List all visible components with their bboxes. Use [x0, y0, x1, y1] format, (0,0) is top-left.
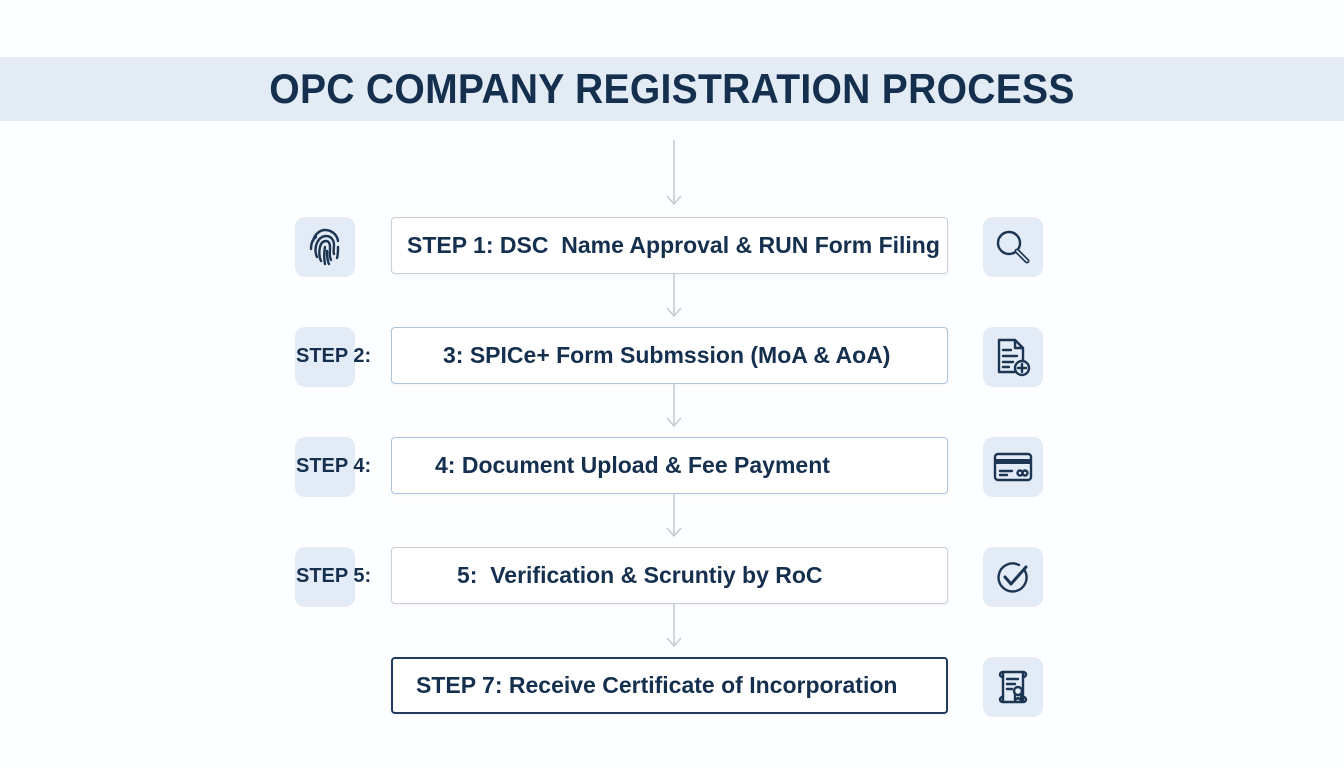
connector-arrow-4	[666, 604, 682, 648]
step-3-box: 3: SPICe+ Form Submssion (MoA & AoA)	[391, 327, 948, 384]
step-3-text: 3: SPICe+ Form Submssion (MoA & AoA)	[443, 342, 891, 368]
step-1-box: STEP 1: DSC Name Approval & RUN Form Fil…	[391, 217, 948, 274]
step-5-text: 5: Verification & Scruntiy by RoC	[457, 562, 823, 588]
connector-arrow-2	[666, 384, 682, 428]
step-4-tile	[295, 437, 355, 497]
step-2-tile	[295, 327, 355, 387]
connector-arrow-1	[666, 274, 682, 318]
verification-tile	[983, 547, 1043, 607]
step-1-text: STEP 1: DSC Name Approval & RUN Form Fil…	[407, 232, 940, 258]
magnifier-search-icon	[996, 230, 1030, 264]
document-add-icon	[997, 338, 1031, 377]
step-4-box: 4: Document Upload & Fee Payment	[391, 437, 948, 494]
document-tile	[983, 327, 1043, 387]
connector-arrow-start	[666, 140, 682, 206]
payment-tile	[983, 437, 1043, 497]
step-4-text: 4: Document Upload & Fee Payment	[435, 452, 830, 478]
fingerprint-tile	[295, 217, 355, 277]
check-circle-icon	[997, 562, 1028, 593]
step-7-box: STEP 7: Receive Certificate of Incorpora…	[391, 657, 948, 714]
credit-card-icon	[993, 452, 1033, 482]
step-7-text: STEP 7: Receive Certificate of Incorpora…	[416, 672, 898, 698]
step-5-tile	[295, 547, 355, 607]
step-2-label: STEP 2:	[296, 345, 372, 367]
certificate-tile	[983, 657, 1043, 717]
certificate-scroll-icon	[998, 670, 1028, 704]
diagram-title: OPC COMPANY REGISTRATION PROCESS	[269, 65, 1075, 112]
step-5-label: STEP 5:	[296, 565, 372, 587]
connector-arrow-3	[666, 494, 682, 538]
step-4-label: STEP 4:	[296, 455, 372, 477]
title-band: OPC COMPANY REGISTRATION PROCESS	[0, 57, 1344, 121]
fingerprint-icon	[309, 228, 340, 266]
search-tile	[983, 217, 1043, 277]
step-5-box: 5: Verification & Scruntiy by RoC	[391, 547, 948, 604]
